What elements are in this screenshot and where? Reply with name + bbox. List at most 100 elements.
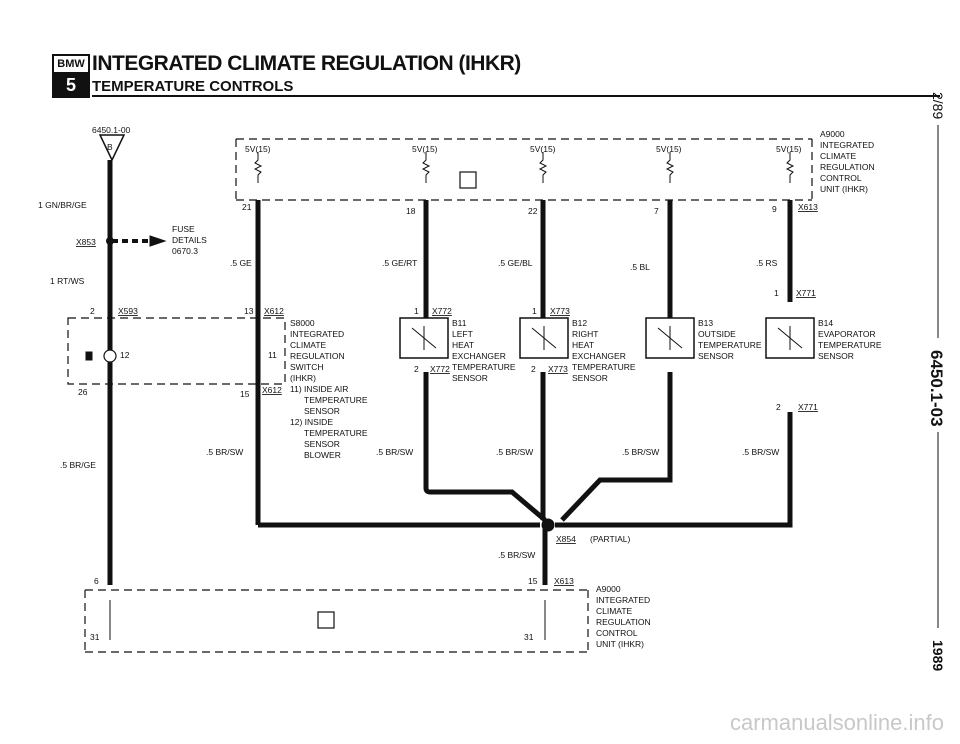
wire-br-sw-6: .5 BR/SW <box>498 550 535 560</box>
diagram-label: EXCHANGER <box>452 351 506 361</box>
x612-top-label: X612 <box>264 306 284 316</box>
watermark: carmanualsonline.info <box>729 710 944 735</box>
diagram-label: SENSOR <box>304 406 340 416</box>
v15-3: 5V(15) <box>530 144 556 154</box>
wire-br-sw-2: .5 BR/SW <box>376 447 413 457</box>
diagram-label: INTEGRATED <box>290 329 344 339</box>
pin-6: 6 <box>94 576 99 586</box>
s8000-label: S8000 INTEGRATED CLIMATE REGULATION SWIT… <box>290 318 368 460</box>
v15-5: 5V(15) <box>776 144 802 154</box>
diagram-label: EXCHANGER <box>572 351 626 361</box>
x613-top-label: X613 <box>798 202 818 212</box>
x773-bottom-label: X773 <box>548 364 568 374</box>
diagram-label: SENSOR <box>304 439 340 449</box>
diagram-label: INTEGRATED <box>596 595 650 605</box>
pin-1-x771: 1 <box>774 288 779 298</box>
ground-b-label: B <box>107 142 113 152</box>
x593-label: X593 <box>118 306 138 316</box>
v15-4: 5V(15) <box>656 144 682 154</box>
diagram-label: UNIT (IHKR) <box>820 184 868 194</box>
pin-9: 9 <box>772 204 777 214</box>
b14-label: B14 EVAPORATOR TEMPERATURE SENSOR <box>818 318 882 361</box>
pin-22: 22 <box>528 206 538 216</box>
x771-bottom-label: X771 <box>798 402 818 412</box>
pin-11: 11 <box>268 350 277 360</box>
page-subtitle: TEMPERATURE CONTROLS <box>92 78 294 95</box>
x853-label: X853 <box>76 237 96 247</box>
pin-31-left: 31 <box>90 632 100 642</box>
x613-bottom-label: X613 <box>554 576 574 586</box>
pin-18: 18 <box>406 206 416 216</box>
pin-26: 26 <box>78 387 88 397</box>
logo-bottom: 5 <box>54 74 88 96</box>
b13-label: B13 OUTSIDE TEMPERATURE SENSOR <box>698 318 762 361</box>
diagram-label: RIGHT <box>572 329 598 339</box>
diagram-label: OUTSIDE <box>698 329 736 339</box>
x771-top-label: X771 <box>796 288 816 298</box>
logo-top: BMW <box>54 56 88 74</box>
diagram-label: UNIT (IHKR) <box>596 639 644 649</box>
diagram-label: B13 <box>698 318 713 328</box>
diagram-label: 12) INSIDE <box>290 417 333 427</box>
x772-top-label: X772 <box>432 306 452 316</box>
a9000-top-label: A9000 INTEGRATED CLIMATE REGULATION CONT… <box>820 129 875 194</box>
diagram-label: CLIMATE <box>820 151 857 161</box>
diagram-label: B14 <box>818 318 833 328</box>
diagram-label: B12 <box>572 318 587 328</box>
diagram-label: SENSOR <box>698 351 734 361</box>
wire-bl-label: .5 BL <box>630 262 650 272</box>
diagram-label: SENSOR <box>818 351 854 361</box>
diagram-label: A9000 <box>596 584 621 594</box>
pin-1-x772: 1 <box>414 306 419 316</box>
diagram-label: REGULATION <box>596 617 651 627</box>
diagram-label: TEMPERATURE <box>304 428 368 438</box>
diagram-label: A9000 <box>820 129 845 139</box>
diagram-label: TEMPERATURE <box>572 362 636 372</box>
fuse-text-2: DETAILS <box>172 235 207 245</box>
pin-2-x771: 2 <box>776 402 781 412</box>
v15-2: 5V(15) <box>412 144 438 154</box>
wire-br-sw-1: .5 BR/SW <box>206 447 243 457</box>
pin-12: 12 <box>120 350 130 360</box>
v15-1: 5V(15) <box>245 144 271 154</box>
diagram-label: SENSOR <box>572 373 608 383</box>
diagram-label: BLOWER <box>304 450 341 460</box>
diagram-label: TEMPERATURE <box>452 362 516 372</box>
wire-ge-bl-label: .5 GE/BL <box>498 258 533 268</box>
a9000-bottom-label: A9000 INTEGRATED CLIMATE REGULATION CONT… <box>596 584 651 649</box>
diagram-label: REGULATION <box>820 162 875 172</box>
diagram-label: CONTROL <box>596 628 638 638</box>
diagram-label: LEFT <box>452 329 473 339</box>
pin-15-x613: 15 <box>528 576 538 586</box>
wire-br-sw-4: .5 BR/SW <box>622 447 659 457</box>
wire-ge-rt-label: .5 GE/RT <box>382 258 417 268</box>
a9000-bottom-box <box>84 589 589 653</box>
diagram-label: EVAPORATOR <box>818 329 876 339</box>
b11-label: B11 LEFT HEAT EXCHANGER TEMPERATURE SENS… <box>452 318 516 383</box>
diagram-label: REGULATION <box>290 351 345 361</box>
pin-7: 7 <box>654 206 659 216</box>
x773-top-label: X773 <box>550 306 570 316</box>
ref-label: 6450.1-00 <box>92 125 131 135</box>
diagram-label: (IHKR) <box>290 373 316 383</box>
diagram-label: TEMPERATURE <box>698 340 762 350</box>
diagram-label: TEMPERATURE <box>818 340 882 350</box>
pin-31-right: 31 <box>524 632 534 642</box>
x612-bottom-label: X612 <box>262 385 282 395</box>
fuse-text-3: 0670.3 <box>172 246 198 256</box>
pin-2-x772: 2 <box>414 364 419 374</box>
pin-15: 15 <box>240 389 250 399</box>
b12-label: B12 RIGHT HEAT EXCHANGER TEMPERATURE SEN… <box>572 318 636 383</box>
a9000-top-box <box>235 138 813 200</box>
bmw-logo-icon: BMW 5 <box>52 54 90 98</box>
pin-2-x593: 2 <box>90 306 95 316</box>
wire-br-sw-3: .5 BR/SW <box>496 447 533 457</box>
diagram-label: SENSOR <box>452 373 488 383</box>
wire-br-ge-label: .5 BR/GE <box>60 460 96 470</box>
ground-b-symbol <box>98 134 126 162</box>
wire-rs-label: .5 RS <box>756 258 778 268</box>
partial-label: (PARTIAL) <box>590 534 630 544</box>
diagram-label: 11) INSIDE AIR <box>290 384 348 394</box>
